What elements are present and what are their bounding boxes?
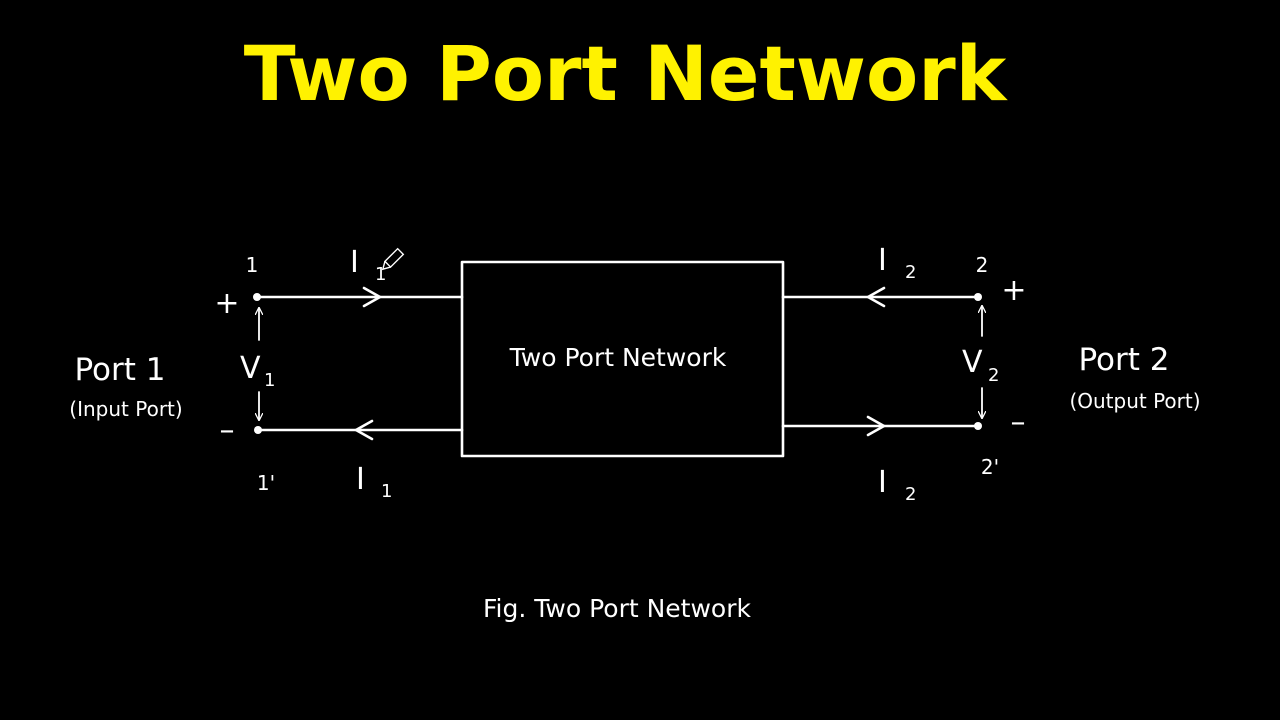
figure-caption: Fig. Two Port Network <box>483 594 752 623</box>
port1-top-current-arrow <box>362 286 382 308</box>
port2-label: Port 2 <box>1078 342 1169 378</box>
port1-plus-sign: + <box>214 286 239 321</box>
network-block <box>460 260 785 458</box>
port2-voltage-label: V 2 <box>962 345 999 386</box>
page-title: Two Port Network <box>244 29 1008 118</box>
port2-top-terminal-node <box>974 293 982 301</box>
port2-voltage-subscript: 2 <box>988 365 999 386</box>
port2-top-terminal-label: 2 <box>976 253 989 277</box>
port1-bottom-current-label: I 1 <box>356 462 392 502</box>
network-block-label: Two Port Network <box>509 343 727 372</box>
port2-top-current-label: I 2 <box>878 243 916 283</box>
port1-top-terminal-label: 1 <box>246 253 259 277</box>
pencil-icon <box>381 247 405 271</box>
port2-plus-sign: + <box>1001 273 1026 308</box>
port1-voltage-subscript: 1 <box>264 370 275 391</box>
port1-label: Port 1 <box>74 352 165 388</box>
port2-bottom-terminal-label: 2' <box>981 455 999 479</box>
port2-bottom-current-symbol: I <box>878 465 887 500</box>
port1-top-terminal-node <box>253 293 261 301</box>
port2-top-current-subscript: 2 <box>905 262 916 283</box>
port2-bottom-current-arrow <box>866 415 886 437</box>
port1-top-current-symbol: I <box>350 245 359 280</box>
port2-bottom-current-subscript: 2 <box>905 484 916 505</box>
port2-voltage-symbol: V <box>962 345 983 380</box>
port1-bottom-current-subscript: 1 <box>381 481 392 502</box>
port2-top-current-arrow <box>866 286 886 308</box>
port2-top-current-symbol: I <box>878 243 887 278</box>
port2-minus-sign: – <box>1011 405 1026 440</box>
port1-top-current-subscript: 1 <box>375 264 386 285</box>
port1-voltage-symbol: V <box>240 351 261 386</box>
port1-top-current-label: I 1 <box>350 245 386 285</box>
port1-sublabel: (Input Port) <box>69 397 182 421</box>
port2-bottom-current-label: I 2 <box>878 465 916 505</box>
port1-bottom-terminal-node <box>254 426 262 434</box>
port1-bottom-current-symbol: I <box>356 462 365 497</box>
port2-sublabel: (Output Port) <box>1069 389 1200 413</box>
port1-minus-sign: – <box>220 413 235 448</box>
port1-bottom-current-arrow <box>354 419 374 441</box>
port1-voltage-label: V 1 <box>240 351 275 391</box>
port1-bottom-terminal-label: 1' <box>257 471 275 495</box>
port2-bottom-terminal-node <box>974 422 982 430</box>
